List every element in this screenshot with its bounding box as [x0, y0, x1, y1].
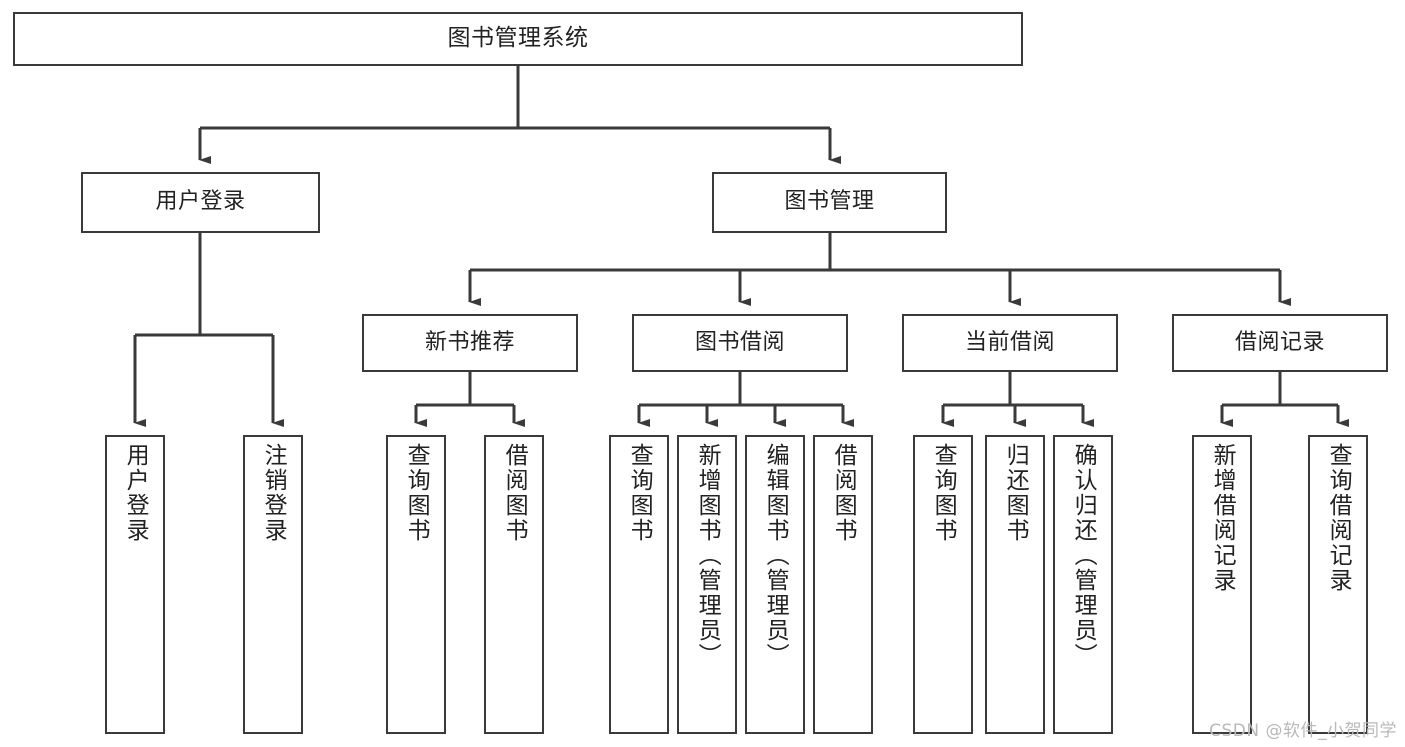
node-label-leaf-user-logout: 注销登录 — [260, 443, 287, 543]
node-leaf-current-return-book[interactable]: 归还图书 — [985, 435, 1045, 734]
node-leaf-user-login[interactable]: 用户登录 — [105, 435, 165, 734]
node-leaf-borrow-query-book[interactable]: 查询图书 — [609, 435, 669, 734]
watermark-label: CSDN @软件_小贺同学 — [1209, 721, 1397, 741]
node-label-book-borrow: 图书借阅 — [694, 329, 785, 355]
node-label-leaf-recommend-query-book: 查询图书 — [403, 443, 430, 543]
node-leaf-record-query-record[interactable]: 查询借阅记录 — [1308, 435, 1368, 734]
node-label-new-book-recommend: 新书推荐 — [424, 329, 515, 355]
node-book-manage[interactable]: 图书管理 — [712, 172, 947, 233]
node-leaf-user-logout[interactable]: 注销登录 — [243, 435, 303, 734]
connector-group — [133, 66, 1349, 427]
node-label-leaf-borrow-edit-book: 编辑图书（管理员） — [762, 443, 789, 668]
node-label-current-borrow: 当前借阅 — [964, 329, 1055, 355]
node-label-leaf-recommend-borrow-book: 借阅图书 — [501, 443, 528, 543]
node-label-leaf-record-add-record: 新增借阅记录 — [1209, 443, 1236, 593]
node-label-root: 图书管理系统 — [447, 25, 589, 52]
node-leaf-current-confirm-return[interactable]: 确认归还（管理员） — [1053, 435, 1113, 734]
node-leaf-borrow-edit-book[interactable]: 编辑图书（管理员） — [745, 435, 805, 734]
node-label-user-login: 用户登录 — [155, 189, 246, 215]
node-book-borrow[interactable]: 图书借阅 — [632, 314, 848, 372]
node-label-borrow-record: 借阅记录 — [1234, 329, 1325, 355]
node-label-leaf-borrow-add-book: 新增图书（管理员） — [694, 443, 721, 668]
node-new-book-recommend[interactable]: 新书推荐 — [362, 314, 578, 372]
node-label-leaf-borrow-borrow-book: 借阅图书 — [830, 443, 857, 543]
node-leaf-recommend-borrow-book[interactable]: 借阅图书 — [484, 435, 544, 734]
node-leaf-record-add-record[interactable]: 新增借阅记录 — [1192, 435, 1252, 734]
node-borrow-record[interactable]: 借阅记录 — [1172, 314, 1388, 372]
node-current-borrow[interactable]: 当前借阅 — [902, 314, 1118, 372]
node-root[interactable]: 图书管理系统 — [13, 12, 1023, 66]
node-label-leaf-borrow-query-book: 查询图书 — [626, 443, 653, 543]
node-label-book-manage: 图书管理 — [784, 189, 875, 215]
node-leaf-borrow-add-book[interactable]: 新增图书（管理员） — [677, 435, 737, 734]
node-label-leaf-user-login: 用户登录 — [122, 443, 149, 543]
node-label-leaf-current-query-book: 查询图书 — [930, 443, 957, 543]
node-user-login[interactable]: 用户登录 — [81, 172, 320, 233]
node-leaf-borrow-borrow-book[interactable]: 借阅图书 — [813, 435, 873, 734]
node-label-leaf-current-confirm-return: 确认归还（管理员） — [1070, 443, 1097, 668]
node-label-leaf-record-query-record: 查询借阅记录 — [1325, 443, 1352, 593]
node-leaf-recommend-query-book[interactable]: 查询图书 — [386, 435, 446, 734]
node-label-leaf-current-return-book: 归还图书 — [1002, 443, 1029, 543]
node-leaf-current-query-book[interactable]: 查询图书 — [913, 435, 973, 734]
